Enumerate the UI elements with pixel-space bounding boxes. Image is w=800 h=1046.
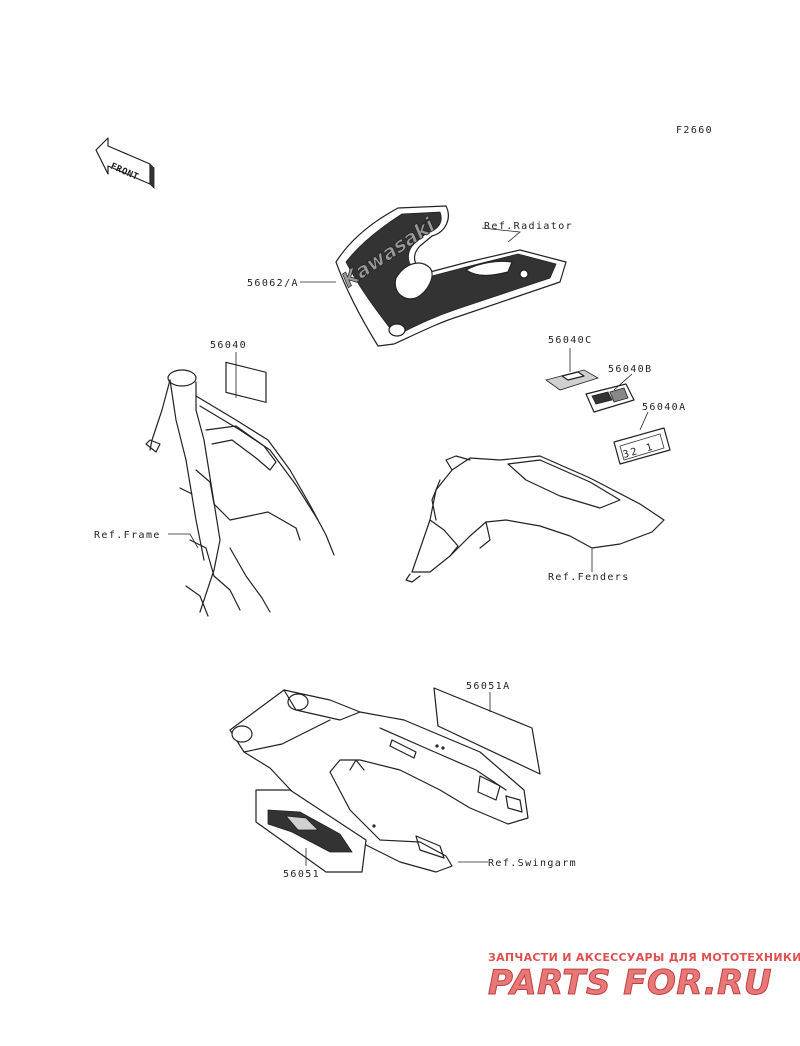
label-ref-swingarm: Ref.Swingarm (488, 858, 577, 869)
frame (145, 352, 335, 617)
decal-56051a (433, 687, 541, 775)
label-56062-a: 56062/A (247, 278, 299, 289)
label-56040: 56040 (210, 340, 247, 351)
label-ref-radiator: Ref.Radiator (484, 221, 573, 232)
label-56040b: 56040B (608, 364, 653, 375)
rear-fender (405, 455, 665, 583)
label-ref-frame: Ref.Frame (94, 530, 161, 541)
front-arrow-icon: FRONT (95, 137, 155, 189)
label-ref-fenders: Ref.Fenders (548, 572, 630, 583)
decal-56040b (585, 383, 635, 413)
watermark-logo[interactable]: PARTS FOR.RU (488, 963, 772, 1004)
decal-56040c (545, 369, 599, 391)
label-56040c: 56040C (548, 335, 593, 346)
watermark-subtitle: ЗАПЧАСТИ И АКСЕССУАРЫ ДЛЯ МОТОТЕХНИКИ (488, 951, 800, 964)
label-56051: 56051 (283, 869, 320, 880)
label-56040a: 56040A (642, 402, 687, 413)
decal-56040a: 32 1 (613, 427, 671, 465)
label-56051a: 56051A (466, 681, 511, 692)
figure-code: F2660 (676, 125, 713, 136)
decal-56051 (255, 789, 367, 873)
